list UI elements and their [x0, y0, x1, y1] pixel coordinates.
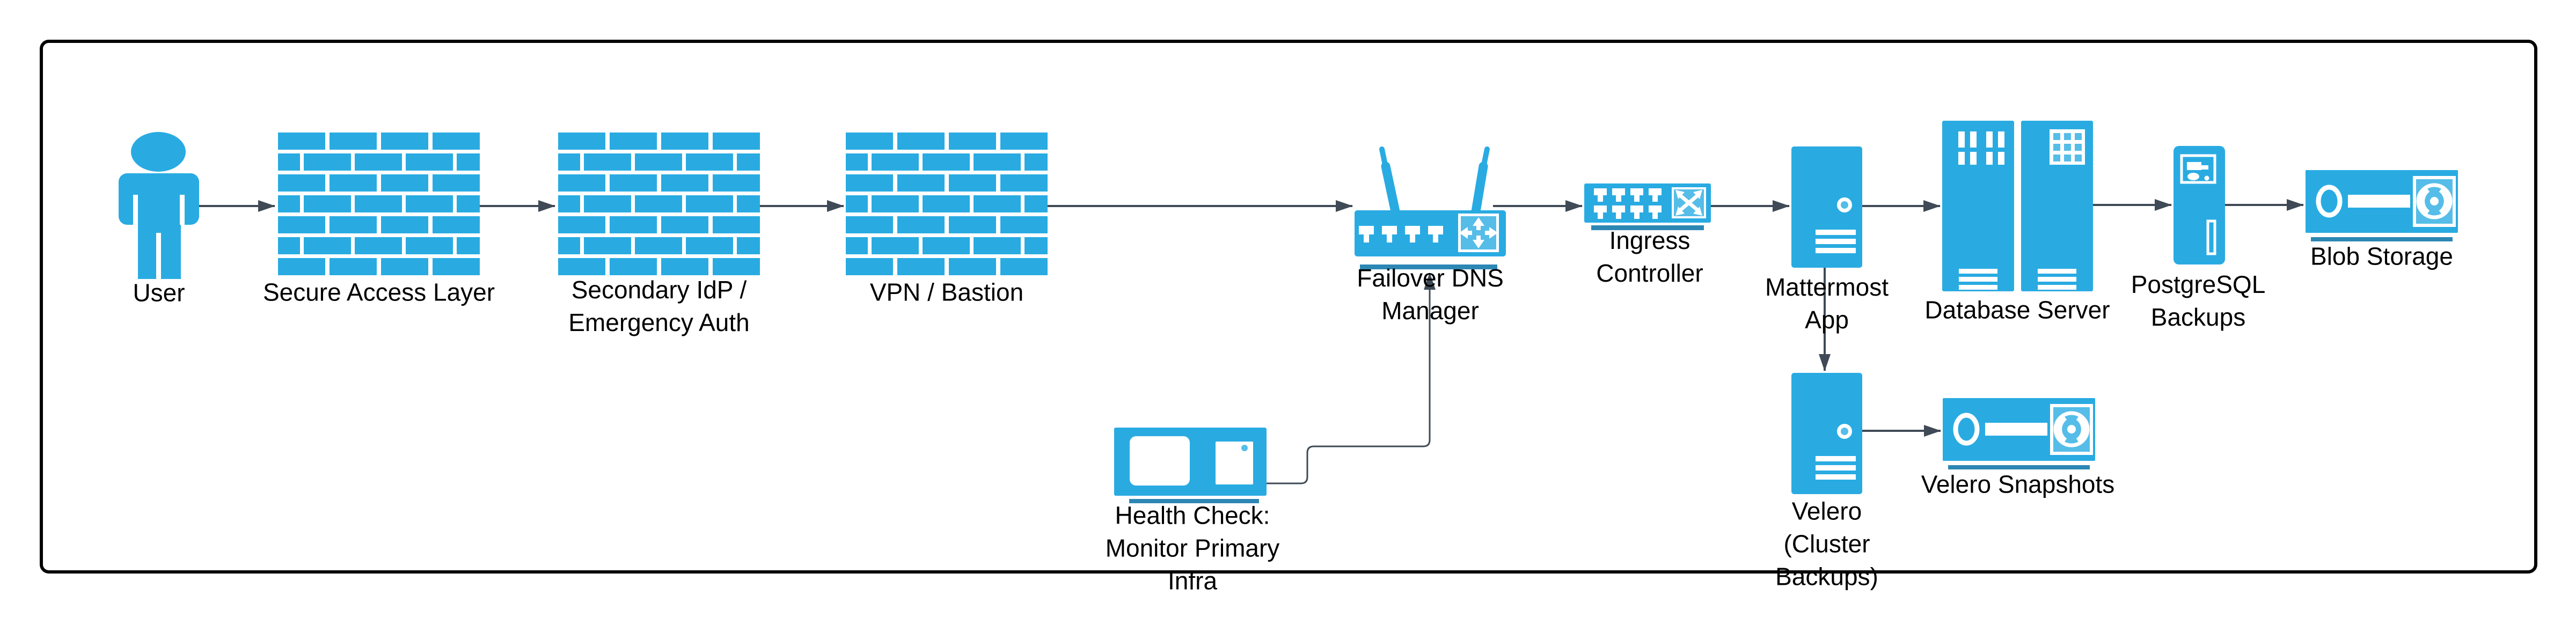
edge-health-check-failover-dns [1267, 273, 1436, 484]
firewall-icon [278, 133, 480, 275]
tape-drive-icon [1943, 398, 2095, 470]
mattermost-label: Mattermost App [1765, 273, 1889, 334]
storage-server-icon [2174, 146, 2225, 264]
server-tower-icon [1791, 146, 1862, 268]
failover-dns-label: Failover DNS Manager [1357, 264, 1504, 325]
wireless-router-icon [1355, 146, 1506, 269]
secure-access-label: Secure Access Layer [262, 278, 495, 306]
workstation-icon [1114, 428, 1267, 503]
vpn-bastion-label: VPN / Bastion [869, 278, 1024, 306]
health-check-label: Health Check: Monitor Primary Infra [1105, 501, 1280, 595]
firewall-icon [558, 133, 760, 275]
person-icon [119, 132, 199, 279]
user-label: User [133, 278, 185, 307]
network-switch-icon [1584, 183, 1711, 230]
pg-backups-label: PostgreSQL Backups [2131, 270, 2266, 331]
server-tower-icon [1791, 373, 1862, 494]
blob-storage-label: Blob Storage [2310, 242, 2453, 270]
velero-label: Velero (Cluster Backups) [1775, 497, 1878, 591]
secondary-idp-label: Secondary IdP / Emergency Auth [568, 276, 750, 336]
tape-drive-icon [2306, 170, 2458, 242]
database-label: Database Server [1924, 296, 2110, 324]
firewall-icon [846, 133, 1048, 275]
velero-snapshots-label: Velero Snapshots [1921, 470, 2115, 498]
ingress-label: Ingress Controller [1596, 226, 1703, 287]
server-rack-icon [1942, 121, 2093, 291]
diagram-border [40, 40, 2537, 574]
